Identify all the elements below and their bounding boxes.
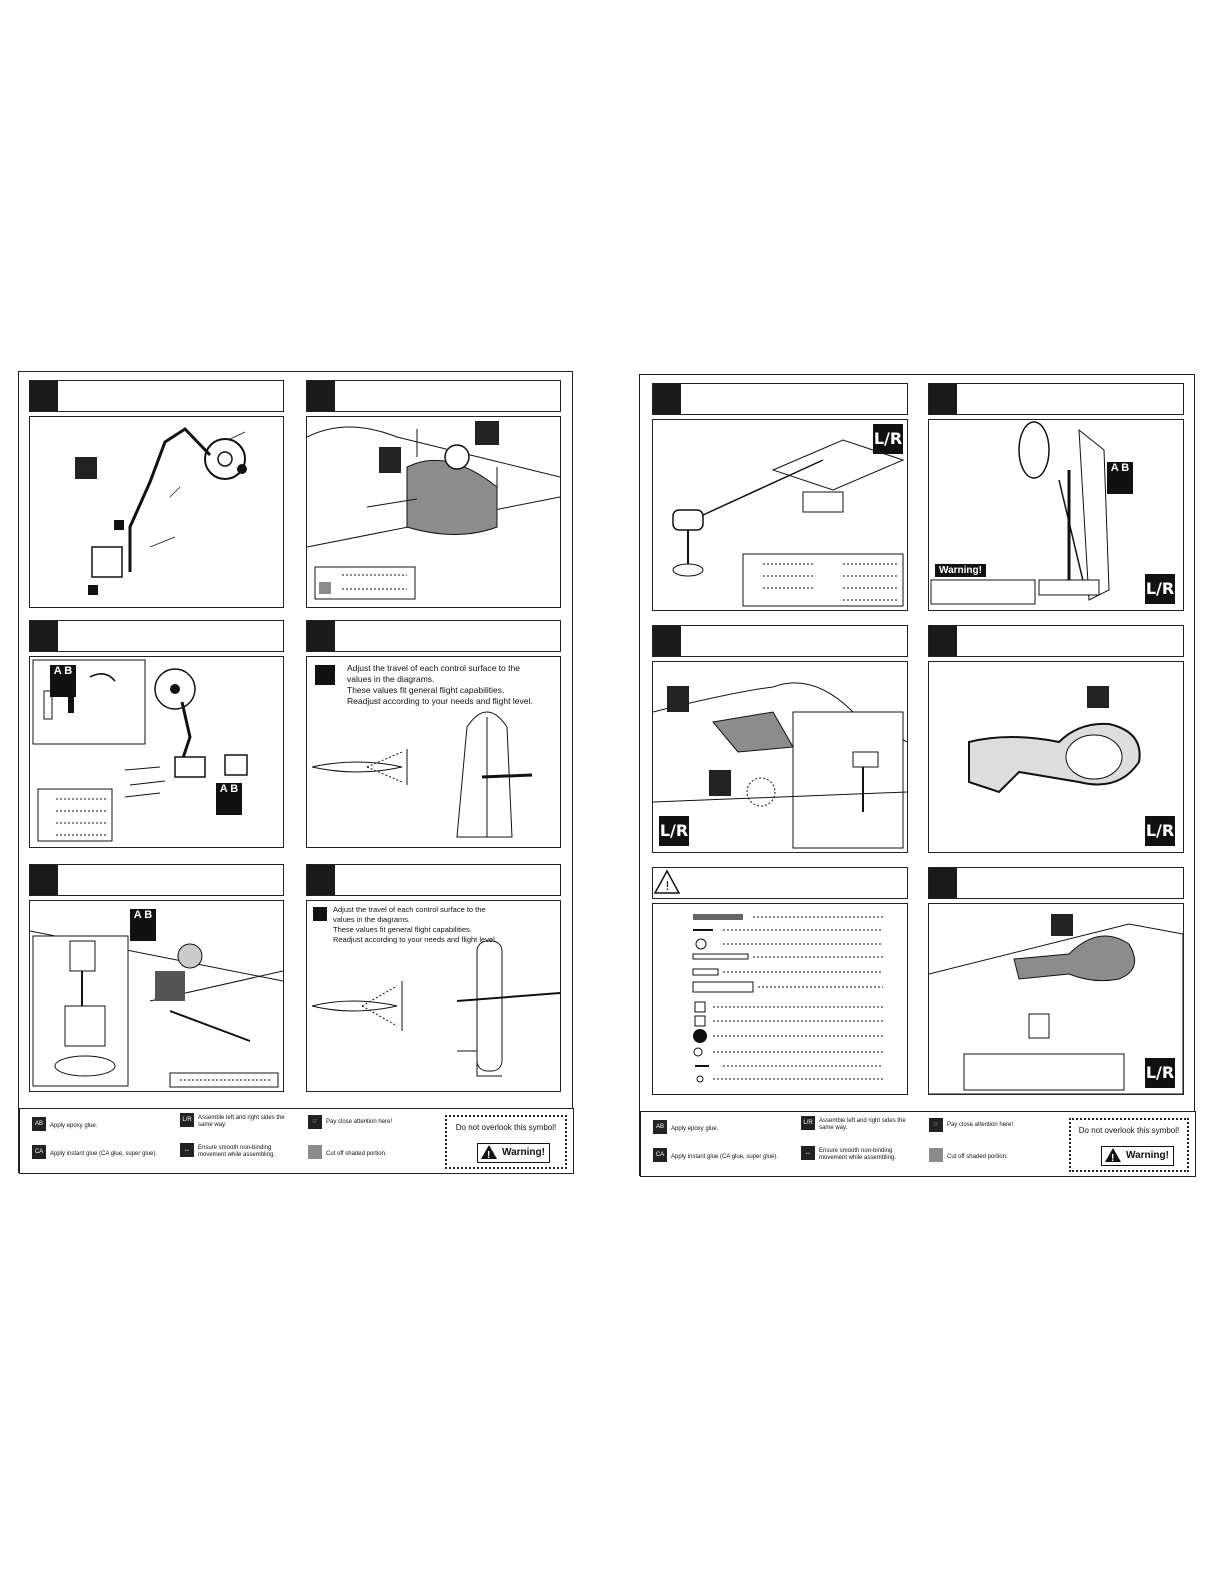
legend-epoxy: Apply epoxy glue. [671, 1126, 719, 1132]
cut-icon [929, 1148, 943, 1162]
smooth-movement-icon: ↔ [801, 1146, 815, 1160]
note-line: These values fit general flight capabili… [333, 925, 472, 934]
epoxy-icon: A B [216, 783, 242, 815]
step-header-2 [306, 380, 561, 412]
step-header-3 [29, 620, 284, 652]
epoxy-icon: A B [50, 665, 76, 697]
note-line: Adjust the travel of each control surfac… [347, 663, 520, 673]
figure-wheel-pant [306, 416, 561, 608]
ca-glue-icon: CA [653, 1148, 667, 1162]
legend-smooth: Ensure smooth non-binding movement while… [198, 1145, 276, 1158]
warning-symbol-box: Do not overlook this symbol! Warning! [445, 1115, 567, 1169]
symbol-legend-left: AB Apply epoxy glue. CA Apply instant gl… [19, 1108, 574, 1174]
step-number-block [307, 621, 335, 651]
warning-badge: Warning! [477, 1143, 550, 1165]
figure-strut-assembly: A B Warning! L/R [928, 419, 1184, 611]
note-line: Readjust according to your needs and fli… [347, 696, 533, 706]
step-number-block [929, 868, 957, 898]
elevator-travel-note: Adjust the travel of each control surfac… [333, 905, 553, 945]
step-header-4 [306, 620, 561, 652]
figure-servo-install: A B [29, 900, 284, 1092]
step-number-block [929, 384, 957, 414]
overlook-text: Do not overlook this symbol! [1078, 1126, 1180, 1135]
warning-symbol-box: Do not overlook this symbol! Warning! [1069, 1118, 1189, 1172]
epoxy-icon: AB [653, 1120, 667, 1134]
rudder-travel-note: Adjust the travel of each control surfac… [347, 663, 552, 707]
step-header-r6 [928, 867, 1184, 899]
legend-epoxy: Apply epoxy glue. [50, 1123, 98, 1129]
epoxy-icon: A B [1107, 462, 1133, 494]
figure-main-gear-wire [29, 416, 284, 608]
step-header-r1 [652, 383, 908, 415]
note-line: Readjust according to your needs and fli… [333, 935, 495, 944]
step-header-r2 [928, 383, 1184, 415]
step-number-block [653, 384, 681, 414]
legend-instant: Apply instant glue (CA glue, super glue)… [50, 1151, 158, 1157]
legend-attention: Pay close attention here! [947, 1122, 1014, 1128]
left-page: A B A B Adjust the travel of each contro… [18, 371, 574, 1174]
step-header-r5: ! [652, 867, 908, 899]
figure-wing-fairing: L/R [928, 661, 1184, 853]
step-number-block [653, 626, 681, 656]
legend-cut: Cut off shaded portion. [326, 1151, 387, 1157]
step-header-6 [306, 864, 561, 896]
legend-attention: Pay close attention here! [326, 1119, 393, 1125]
step-number-block [30, 381, 58, 411]
ca-glue-icon: CA [32, 1145, 46, 1159]
lr-icon: L/R [1145, 1058, 1175, 1088]
note-line: These values fit general flight capabili… [347, 685, 505, 695]
step-number-block [929, 626, 957, 656]
pay-attention-icon: ☞ [308, 1115, 322, 1129]
right-page: L/R A B Warning! L/R L/R [639, 374, 1196, 1177]
legend-lr: Assemble left and right sides the same w… [198, 1115, 285, 1128]
warning-label: Warning! [935, 564, 986, 577]
figure-parts-list [652, 903, 908, 1095]
figure-rudder-travel: Adjust the travel of each control surfac… [306, 656, 561, 848]
lr-icon: L/R [1145, 816, 1175, 846]
step-number-block [307, 381, 335, 411]
figure-cut-shaded: L/R [928, 903, 1184, 1095]
step-number-block [307, 865, 335, 895]
legend-lr: Assemble left and right sides the same w… [819, 1118, 906, 1131]
lr-icon: L/R [180, 1113, 194, 1127]
lr-icon: L/R [873, 424, 903, 454]
epoxy-icon: AB [32, 1117, 46, 1131]
smooth-movement-icon: ↔ [180, 1143, 194, 1157]
note-line: Adjust the travel of each control surfac… [333, 905, 486, 914]
lr-icon: L/R [659, 816, 689, 846]
figure-nose-gear: L/R [652, 419, 908, 611]
symbol-legend-right: AB Apply epoxy glue. CA Apply instant gl… [640, 1111, 1196, 1177]
step-header-5 [29, 864, 284, 896]
lr-icon: L/R [801, 1116, 815, 1130]
lr-icon: L/R [1145, 574, 1175, 604]
note-line: values in the diagrams. [333, 915, 411, 924]
note-line: values in the diagrams. [347, 674, 435, 684]
warning-triangle-icon [1105, 1148, 1121, 1168]
figure-gear-mount: L/R [652, 661, 908, 853]
svg-text:!: ! [665, 879, 670, 893]
pay-attention-icon: ☞ [929, 1118, 943, 1132]
figure-elevator-travel: Adjust the travel of each control surfac… [306, 900, 561, 1092]
step-header-1 [29, 380, 284, 412]
legend-smooth: Ensure smooth non-binding movement while… [819, 1148, 897, 1161]
warning-triangle-icon [481, 1145, 497, 1165]
epoxy-icon: A B [130, 909, 156, 941]
legend-cut: Cut off shaded portion. [947, 1154, 1008, 1160]
overlook-text: Do not overlook this symbol! [455, 1123, 557, 1132]
legend-instant: Apply instant glue (CA glue, super glue)… [671, 1154, 779, 1160]
cut-icon [308, 1145, 322, 1159]
caution-icon-block: ! [653, 868, 681, 898]
warning-badge: Warning! [1101, 1146, 1174, 1168]
figure-tail-wheel: A B A B [29, 656, 284, 848]
step-number-block [30, 865, 58, 895]
step-header-r4 [928, 625, 1184, 657]
step-number-block [30, 621, 58, 651]
step-header-r3 [652, 625, 908, 657]
